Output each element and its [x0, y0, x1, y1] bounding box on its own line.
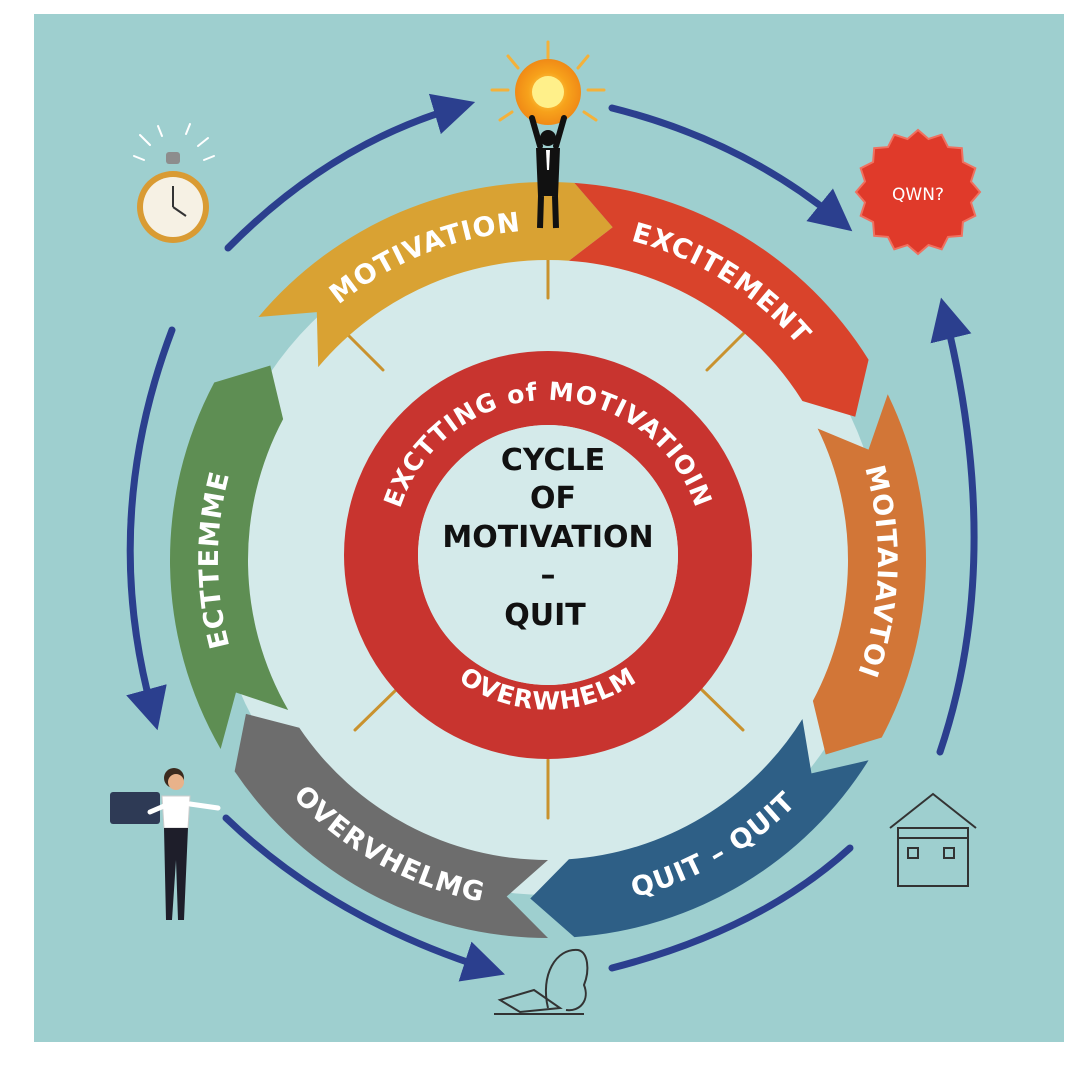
- segment-3: [812, 394, 926, 755]
- center-line-3: MOTIVATION: [442, 520, 653, 555]
- center-line-5: QUIT: [504, 598, 586, 633]
- badge-text: QWN?: [892, 185, 944, 205]
- house-icon: [889, 792, 977, 887]
- outer-arrows: [126, 93, 978, 982]
- arrow-top-right: [608, 104, 853, 232]
- center-line-1: CYCLE: [501, 443, 605, 478]
- segment-4: [530, 718, 869, 938]
- arrow-left: [126, 326, 176, 731]
- segment-5: [234, 713, 549, 938]
- arrow-top-left: [224, 93, 476, 252]
- segment-2: [568, 182, 869, 417]
- segment-6: [170, 365, 289, 749]
- segment-1: [258, 182, 613, 368]
- hand-icon: [494, 948, 589, 1015]
- person-laptop-icon: [110, 768, 221, 920]
- inner-center: [418, 425, 678, 685]
- arrow-bottom-right: [608, 844, 854, 972]
- arrow-right: [930, 297, 978, 756]
- inner-ring: [344, 351, 752, 759]
- lightbulb-person-icon: [490, 40, 606, 229]
- center-line-2: OF: [530, 481, 576, 516]
- tick-lines: [333, 246, 757, 820]
- center-line-4: –: [541, 558, 556, 593]
- arrow-bottom-left: [222, 814, 505, 982]
- stopwatch-icon: [133, 123, 215, 243]
- badge-icon: QWN?: [854, 128, 982, 256]
